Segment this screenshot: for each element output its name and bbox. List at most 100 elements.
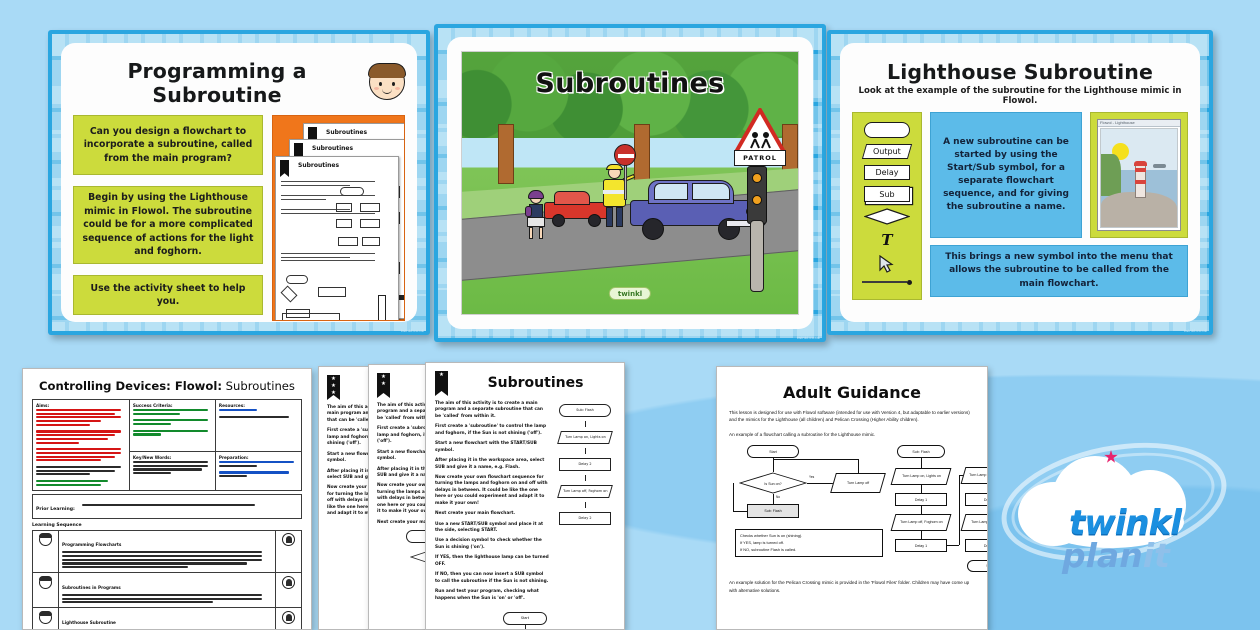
child-face-icon: [368, 63, 406, 100]
cover-illustration: PATROL Subroutines twinkl: [461, 51, 799, 315]
cell-aims: Aims:: [32, 399, 130, 491]
flow-decision: Is Sun on?: [738, 472, 808, 494]
page-title: Lighthouse Subroutine: [887, 60, 1153, 84]
flowol-symbol-palette[interactable]: Output Delay Sub T: [852, 112, 922, 300]
output-symbol[interactable]: Output: [861, 144, 913, 159]
worksheet-flowchart: Sub: Flash Turn Lamp on, Lights on Delay…: [555, 401, 615, 606]
learning-sequence-table: Programming Flowcharts Subroutines in Pr…: [32, 529, 302, 629]
sub-node-l2: Delay 1: [895, 493, 947, 507]
twinkl-planit-logo: twinkl planit: [991, 424, 1250, 614]
flow-yes-label: Yes: [809, 475, 815, 480]
window-titlebar: Flowol - Lighthouse: [1098, 120, 1180, 127]
sub-node-r1: Turn Lamp on, Foghorn off: [960, 467, 987, 485]
start-sub-symbol[interactable]: [864, 122, 910, 138]
document-title: Adult Guidance: [783, 383, 921, 402]
sub-symbol[interactable]: Sub: [864, 186, 910, 202]
traffic-light-pole: [750, 220, 764, 292]
flowol-window-mini: Flowol - Lighthouse: [1097, 119, 1181, 231]
sub-node-l4: Delay 1: [895, 539, 947, 553]
instruction-box-3: Use the activity sheet to help you.: [73, 275, 263, 315]
pupil-icon: [39, 533, 52, 547]
instruction-box-list: Can you design a flowchart to incorporat…: [73, 115, 263, 321]
guidance-example-line: An example of a flowchart calling a subr…: [729, 431, 876, 437]
learning-sequence-heading: Learning Sequence: [32, 522, 82, 528]
slide-lighthouse-subroutine[interactable]: Lighthouse Subroutine Look at the exampl…: [827, 30, 1213, 335]
pupil-icon: [39, 575, 52, 589]
flow-sub-call: Sub: Flash: [747, 504, 799, 519]
flow-no-label: No: [776, 495, 781, 500]
instruction-box-1: Can you design a flowchart to incorporat…: [73, 115, 263, 175]
child-walking-illustration: [524, 190, 550, 240]
document-title-bold: Controlling Devices: Flowol:: [39, 379, 222, 393]
sub-node-r3: Turn Lamp off, Lights off: [960, 514, 987, 532]
logo-cloud: [1018, 452, 1200, 550]
document-title-light: Subroutines: [221, 379, 295, 393]
sub-flow-stop: Stop: [967, 560, 987, 573]
sub-node-l1: Turn Lamp on, Lights on: [890, 468, 952, 486]
page-subtitle: Look at the example of the subroutine fo…: [858, 86, 1182, 106]
crossing-patrol-person: [596, 164, 636, 228]
pointer-tool-symbol[interactable]: [879, 254, 895, 273]
lighthouse-screenshot-frame: Flowol - Lighthouse: [1090, 112, 1188, 238]
blue-car-illustration: [630, 178, 766, 240]
patrol-sign-label: PATROL: [743, 154, 777, 162]
school-crossing-sign: [732, 105, 788, 154]
svg-text:Is Sun on?: Is Sun on?: [764, 482, 781, 486]
patrol-sign: PATROL: [734, 150, 786, 166]
page-title: Programming a Subroutine: [127, 59, 307, 107]
text-tool-symbol[interactable]: T: [881, 231, 893, 249]
slide-subroutines-cover[interactable]: PATROL Subroutines twinkl twinkl.co.uk: [434, 24, 826, 342]
credit-text: twinkl.co.uk: [400, 328, 424, 333]
callout-new-symbol: This brings a new symbol into the menu t…: [930, 245, 1188, 297]
lighthouse-icon: [378, 295, 386, 320]
outcome-icon: [282, 533, 295, 547]
flow-start: Start: [747, 445, 799, 459]
callout-start-sub: A new subroutine can be started by using…: [930, 112, 1082, 238]
table-row: Subroutines in Programs: [32, 572, 302, 609]
slide-left-header: Programming a Subroutine: [73, 53, 406, 111]
sub-node-l3: Turn Lamp off, Foghorn on: [890, 514, 952, 532]
note-1: Checks whether Sun is on (shining).: [740, 533, 803, 539]
delay-symbol[interactable]: Delay: [864, 165, 910, 180]
cover-title: Subroutines: [535, 68, 725, 99]
activity-sheet-thumbnail-stack[interactable]: Subroutines Subroutines: [272, 115, 405, 321]
note-3: If NO, subroutine Flash is called.: [740, 546, 797, 552]
note-2: If YES, lamp is turned off.: [740, 539, 784, 545]
decision-symbol[interactable]: [864, 208, 910, 225]
guidance-footer: An example solution for the Pelican Cros…: [729, 580, 970, 593]
outcome-icon: [282, 610, 295, 624]
cell-preparation: Preparation:: [214, 451, 303, 491]
cell-resources: Resources:: [214, 398, 303, 453]
difficulty-stars-1: ★: [435, 371, 448, 396]
prior-learning-row: Prior Learning:: [32, 493, 302, 519]
lighthouse-scene: [1100, 128, 1178, 228]
red-car-illustration: [544, 190, 610, 227]
sub-node-r4: Delay 1: [965, 539, 987, 553]
document-lesson-plan[interactable]: Controlling Devices: Flowol: Subroutines…: [22, 368, 312, 630]
stop-sign-disc: [614, 144, 636, 166]
guidance-intro: This lesson is designed for use with Flo…: [729, 410, 970, 423]
activity-sheet-thumb-1: Subroutines: [275, 156, 399, 320]
worksheet-title: Subroutines: [487, 375, 584, 391]
twinkl-pill-logo: twinkl: [608, 287, 652, 300]
table-row: Programming Flowcharts: [32, 529, 302, 574]
credit-text: twinkl.co.uk: [1183, 328, 1207, 333]
guidance-flowchart: Start Is Sun on? Yes No Turn Lamp off Su…: [729, 445, 987, 573]
cell-key-words: Key/New Words:: [128, 451, 216, 491]
slide-programming-a-subroutine[interactable]: Programming a Subroutine Can you design …: [48, 30, 430, 335]
document-worksheet-1-star[interactable]: ★ Subroutines The aim of this activity i…: [425, 362, 625, 630]
document-title: Controlling Devices: Flowol: Subroutines: [32, 376, 302, 399]
sub-flow-start: Sub: Flash: [897, 445, 945, 459]
credit-text: twinkl.co.uk: [796, 335, 820, 340]
difficulty-stars-2: ★★: [377, 373, 390, 398]
flow-output: Turn Lamp off: [830, 473, 886, 494]
instruction-box-2: Begin by using the Lighthouse mimic in F…: [73, 186, 263, 264]
sub-node-r2: Delay 1: [965, 493, 987, 507]
document-adult-guidance[interactable]: Adult Guidance This lesson is designed f…: [716, 366, 988, 630]
cell-success-criteria: Success Criteria:: [128, 398, 216, 453]
palette-slider[interactable]: [862, 279, 912, 285]
traffic-light: [747, 166, 767, 224]
logo-brand-text: twinkl: [1069, 502, 1182, 543]
logo-product-text: planit: [1062, 536, 1170, 575]
table-row: Lighthouse Subroutine: [32, 607, 302, 629]
